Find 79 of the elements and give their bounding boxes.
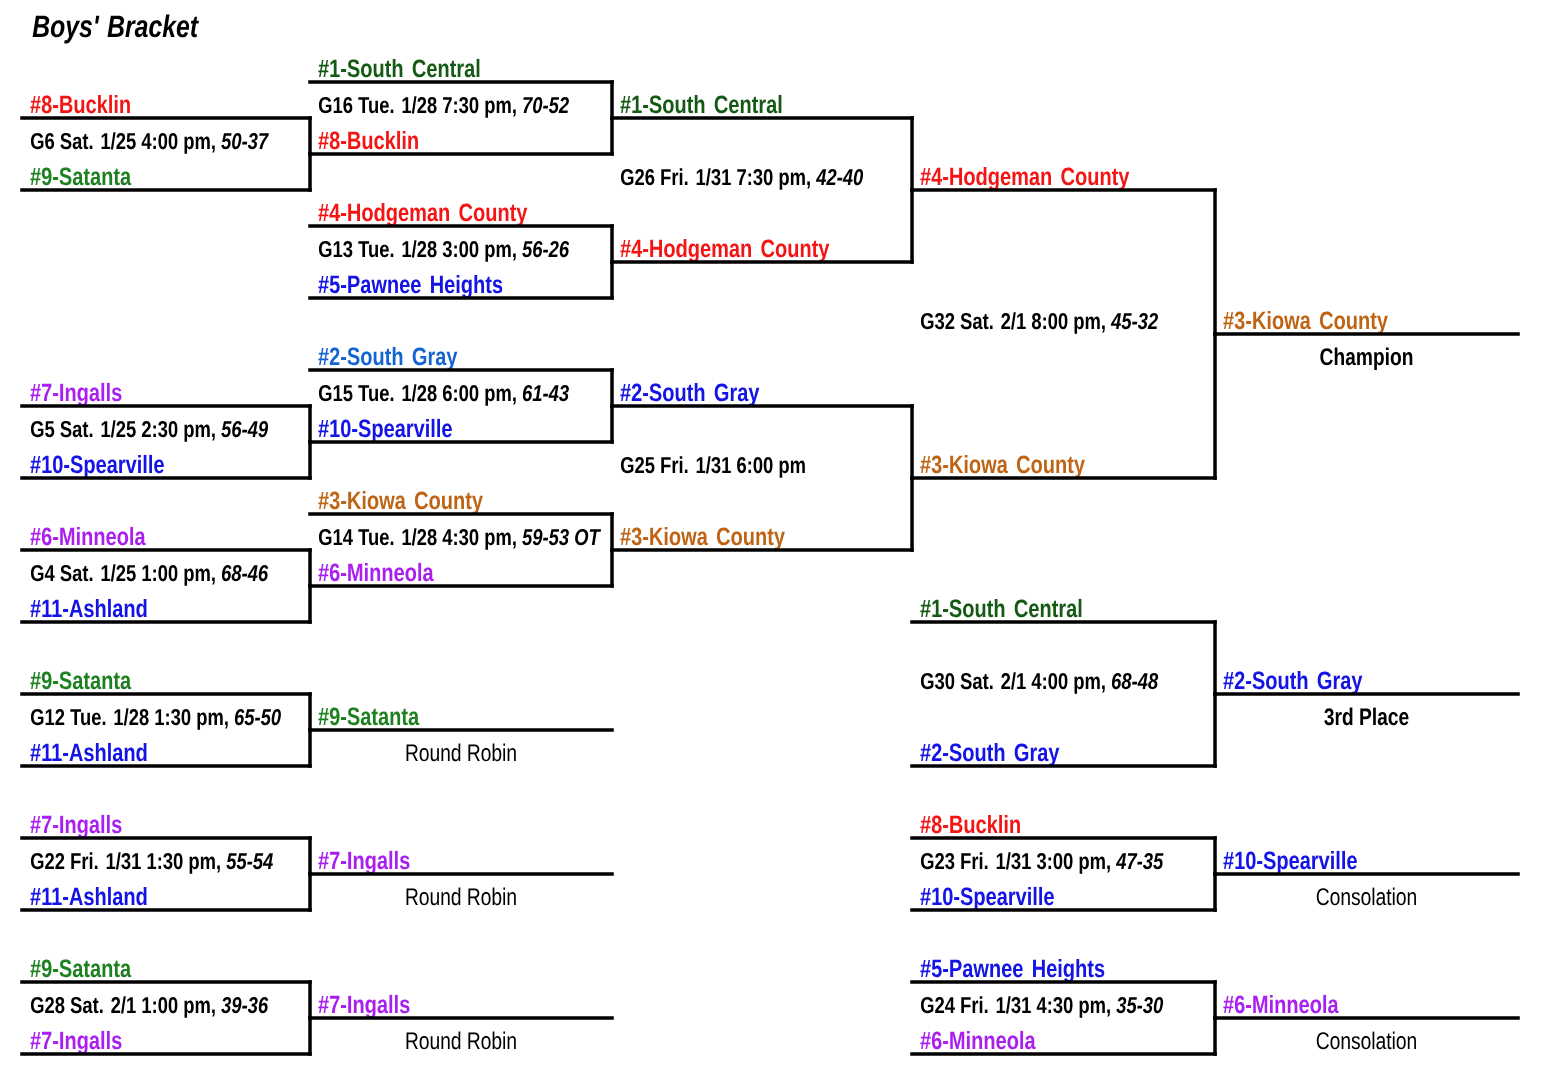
bracket-line	[1213, 872, 1217, 912]
bracket-slot: #3-Kiowa County	[610, 526, 914, 552]
bracket-slot: #2-South Gray	[610, 382, 914, 408]
bracket-slot: #4-Hodgeman County	[308, 202, 614, 228]
bracket-slot: #5-Pawnee Heights	[910, 958, 1217, 984]
bracket-slot: #1-South Central	[308, 58, 614, 84]
game-info: G24 Fri. 1/31 4:30 pm, 35-30	[920, 996, 1164, 1018]
bracket-slot: #5-Pawnee Heights	[308, 274, 614, 300]
slot-caption: Consolation	[1316, 887, 1416, 906]
bracket-line	[1213, 332, 1217, 480]
bracket-slot: #2-South Gray	[1213, 670, 1520, 696]
bracket-line	[610, 116, 614, 156]
bracket-slot: #6-Minneola	[20, 526, 312, 552]
bracket-line	[910, 188, 914, 264]
bracket-slot: #9-Satanta	[20, 671, 312, 696]
slot-caption: 3rd Place	[1324, 707, 1409, 726]
bracket-slot: #3-Kiowa County	[308, 490, 614, 516]
bracket-line	[610, 548, 614, 588]
bracket-slot: #7-Ingalls	[308, 994, 614, 1020]
game-info: G5 Sat. 1/25 2:30 pm, 56-49	[30, 420, 269, 442]
bracket-line	[308, 728, 312, 768]
bracket-slot: #4-Hodgeman County	[610, 238, 914, 264]
bracket-line	[910, 476, 914, 552]
bracket-slot: #11-Ashland	[20, 886, 312, 912]
game-info: G6 Sat. 1/25 4:00 pm, 50-37	[30, 132, 269, 154]
bracket-slot: #11-Ashland	[20, 742, 312, 768]
bracket-line	[308, 440, 312, 480]
slot-caption: Consolation	[1316, 1031, 1416, 1050]
game-info: G14 Tue. 1/28 4:30 pm, 59-53 OT	[318, 528, 602, 550]
slot-caption: Round Robin	[406, 887, 516, 906]
bracket-line	[1213, 1016, 1217, 1056]
bracket-line	[1213, 692, 1217, 768]
game-info: G4 Sat. 1/25 1:00 pm, 68-46	[30, 564, 269, 586]
game-info: G12 Tue. 1/28 1:30 pm, 65-50	[30, 708, 281, 730]
bracket-line	[610, 260, 614, 300]
game-info: G23 Fri. 1/31 3:00 pm, 47-35	[920, 852, 1164, 874]
bracket-slot: #4-Hodgeman County	[910, 166, 1217, 192]
bracket-slot: #1-South Central	[910, 598, 1217, 624]
bracket-slot: #10-Spearville	[1213, 850, 1520, 876]
game-info: G28 Sat. 2/1 1:00 pm, 39-36	[30, 996, 269, 1018]
bracket-slot: #10-Spearville	[20, 454, 312, 480]
bracket-slot: #8-Bucklin	[20, 94, 312, 120]
bracket-slot: #6-Minneola	[308, 562, 614, 588]
bracket-slot: #7-Ingalls	[20, 1030, 312, 1056]
bracket-slot: #10-Spearville	[910, 886, 1217, 912]
bracket-slot: #6-Minneola	[910, 1030, 1217, 1056]
bracket-slot: #3-Kiowa County	[1213, 310, 1520, 336]
title: Boys' Bracket	[32, 14, 199, 44]
bracket-line	[610, 404, 614, 444]
bracket-line	[308, 152, 312, 192]
game-info: G25 Fri. 1/31 6:00 pm	[620, 456, 805, 478]
bracket-slot: #7-Ingalls	[308, 850, 614, 876]
bracket-slot: #3-Kiowa County	[910, 454, 1217, 480]
game-info: G30 Sat. 2/1 4:00 pm, 68-48	[920, 672, 1159, 694]
bracket-slot: #7-Ingalls	[20, 814, 312, 840]
bracket-line	[308, 584, 312, 624]
bracket-slot: #2-South Gray	[910, 742, 1217, 768]
game-info: G13 Tue. 1/28 3:00 pm, 56-26	[318, 240, 570, 262]
bracket-slot: #9-Satanta	[20, 167, 312, 192]
slot-caption: Champion	[1320, 347, 1413, 370]
bracket-slot: #8-Bucklin	[910, 814, 1217, 840]
bracket-line	[308, 872, 312, 912]
bracket-slot: #9-Satanta	[308, 707, 614, 732]
bracket-slot: #2-South Gray	[308, 346, 614, 372]
bracket-slot: #9-Satanta	[20, 959, 312, 984]
bracket-slot: #8-Bucklin	[308, 130, 614, 156]
bracket-slot: #11-Ashland	[20, 598, 312, 624]
game-info: G32 Sat. 2/1 8:00 pm, 45-32	[920, 312, 1158, 334]
bracket-slot: #10-Spearville	[308, 418, 614, 444]
game-info: G16 Tue. 1/28 7:30 pm, 70-52	[318, 96, 569, 118]
slot-caption: Round Robin	[406, 1031, 516, 1050]
bracket-slot: #6-Minneola	[1213, 994, 1520, 1020]
game-info: G26 Fri. 1/31 7:30 pm, 42-40	[620, 168, 864, 190]
game-info: G22 Fri. 1/31 1:30 pm, 55-54	[30, 852, 273, 874]
slot-caption: Round Robin	[406, 743, 516, 762]
game-info: G15 Tue. 1/28 6:00 pm, 61-43	[318, 384, 569, 406]
bracket-slot: #7-Ingalls	[20, 382, 312, 408]
bracket-line	[308, 1016, 312, 1056]
bracket-slot: #1-South Central	[610, 94, 914, 120]
